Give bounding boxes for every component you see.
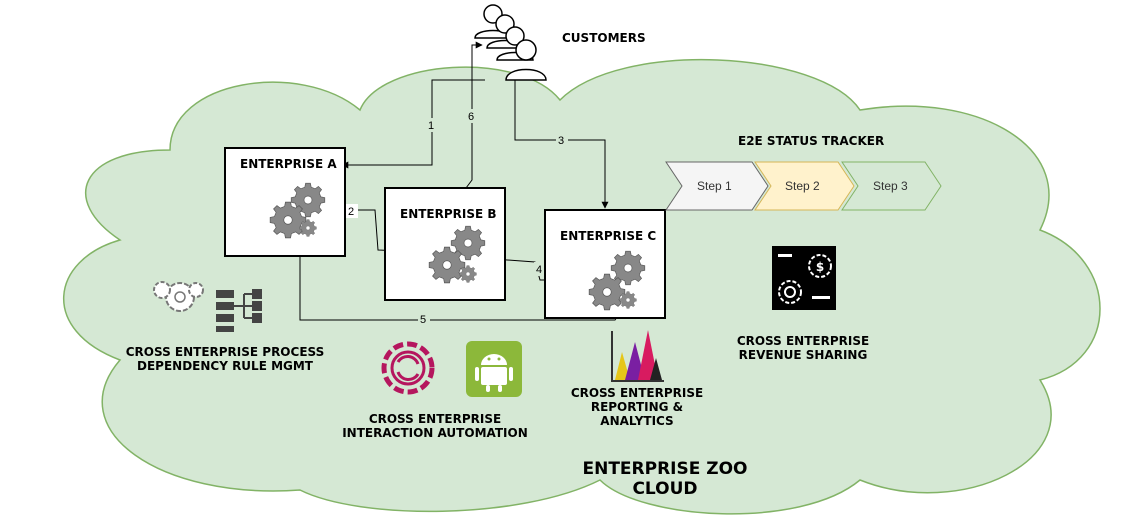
dependency-line1: CROSS ENTERPRISE PROCESS bbox=[126, 345, 325, 359]
flow-2-label: 2 bbox=[348, 206, 354, 218]
settings-gears-icon bbox=[153, 281, 204, 312]
dependency-line2: DEPENDENCY RULE MGMT bbox=[137, 359, 314, 373]
cloud-title-line2: CLOUD bbox=[632, 479, 697, 499]
enterprise-c-label: ENTERPRISE C bbox=[560, 229, 656, 243]
svg-text:$: $ bbox=[816, 260, 824, 274]
flow-6-label: 6 bbox=[468, 111, 474, 123]
revenue-dashboard-icon: $ bbox=[772, 246, 836, 310]
enterprise-a-label: ENTERPRISE A bbox=[240, 157, 337, 171]
customers-label: CUSTOMERS bbox=[562, 31, 646, 45]
step-2-label: Step 2 bbox=[785, 179, 820, 193]
enterprise-b-box[interactable]: ENTERPRISE B bbox=[384, 187, 506, 301]
tracker-steps: Step 1 Step 2 Step 3 bbox=[665, 161, 942, 211]
enterprise-c-box[interactable]: ENTERPRISE C bbox=[544, 209, 666, 319]
enterprise-b-label: ENTERPRISE B bbox=[400, 207, 497, 221]
cloud-title-line1: ENTERPRISE ZOO bbox=[582, 459, 747, 479]
flow-4-label: 4 bbox=[536, 264, 542, 276]
analytics-chart-icon bbox=[611, 330, 664, 382]
step-1[interactable]: Step 1 bbox=[665, 161, 769, 211]
step-3[interactable]: Step 3 bbox=[841, 161, 942, 211]
server-hierarchy-icon bbox=[216, 289, 262, 332]
enterprise-a-box[interactable]: ENTERPRISE A bbox=[224, 147, 346, 257]
reporting-line1: CROSS ENTERPRISE bbox=[571, 386, 703, 400]
customers-icon bbox=[474, 4, 547, 81]
revenue-line2: REVENUE SHARING bbox=[739, 348, 868, 362]
step-2[interactable]: Step 2 bbox=[754, 161, 855, 211]
reporting-line3: ANALYTICS bbox=[600, 414, 673, 428]
sync-gear-icon bbox=[381, 341, 435, 395]
step-3-label: Step 3 bbox=[873, 179, 908, 193]
flow-5-label: 5 bbox=[420, 314, 426, 326]
reporting-line2: REPORTING & bbox=[591, 400, 683, 414]
flow-3-label: 3 bbox=[558, 135, 564, 147]
android-icon bbox=[466, 341, 522, 397]
flow-1-label: 1 bbox=[428, 120, 434, 132]
automation-line2: INTERACTION AUTOMATION bbox=[342, 426, 528, 440]
automation-line1: CROSS ENTERPRISE bbox=[369, 412, 501, 426]
step-1-label: Step 1 bbox=[697, 179, 732, 193]
tracker-title: E2E STATUS TRACKER bbox=[738, 134, 884, 148]
flow-labels: 1 6 3 2 4 5 bbox=[346, 109, 568, 326]
revenue-line1: CROSS ENTERPRISE bbox=[737, 334, 869, 348]
